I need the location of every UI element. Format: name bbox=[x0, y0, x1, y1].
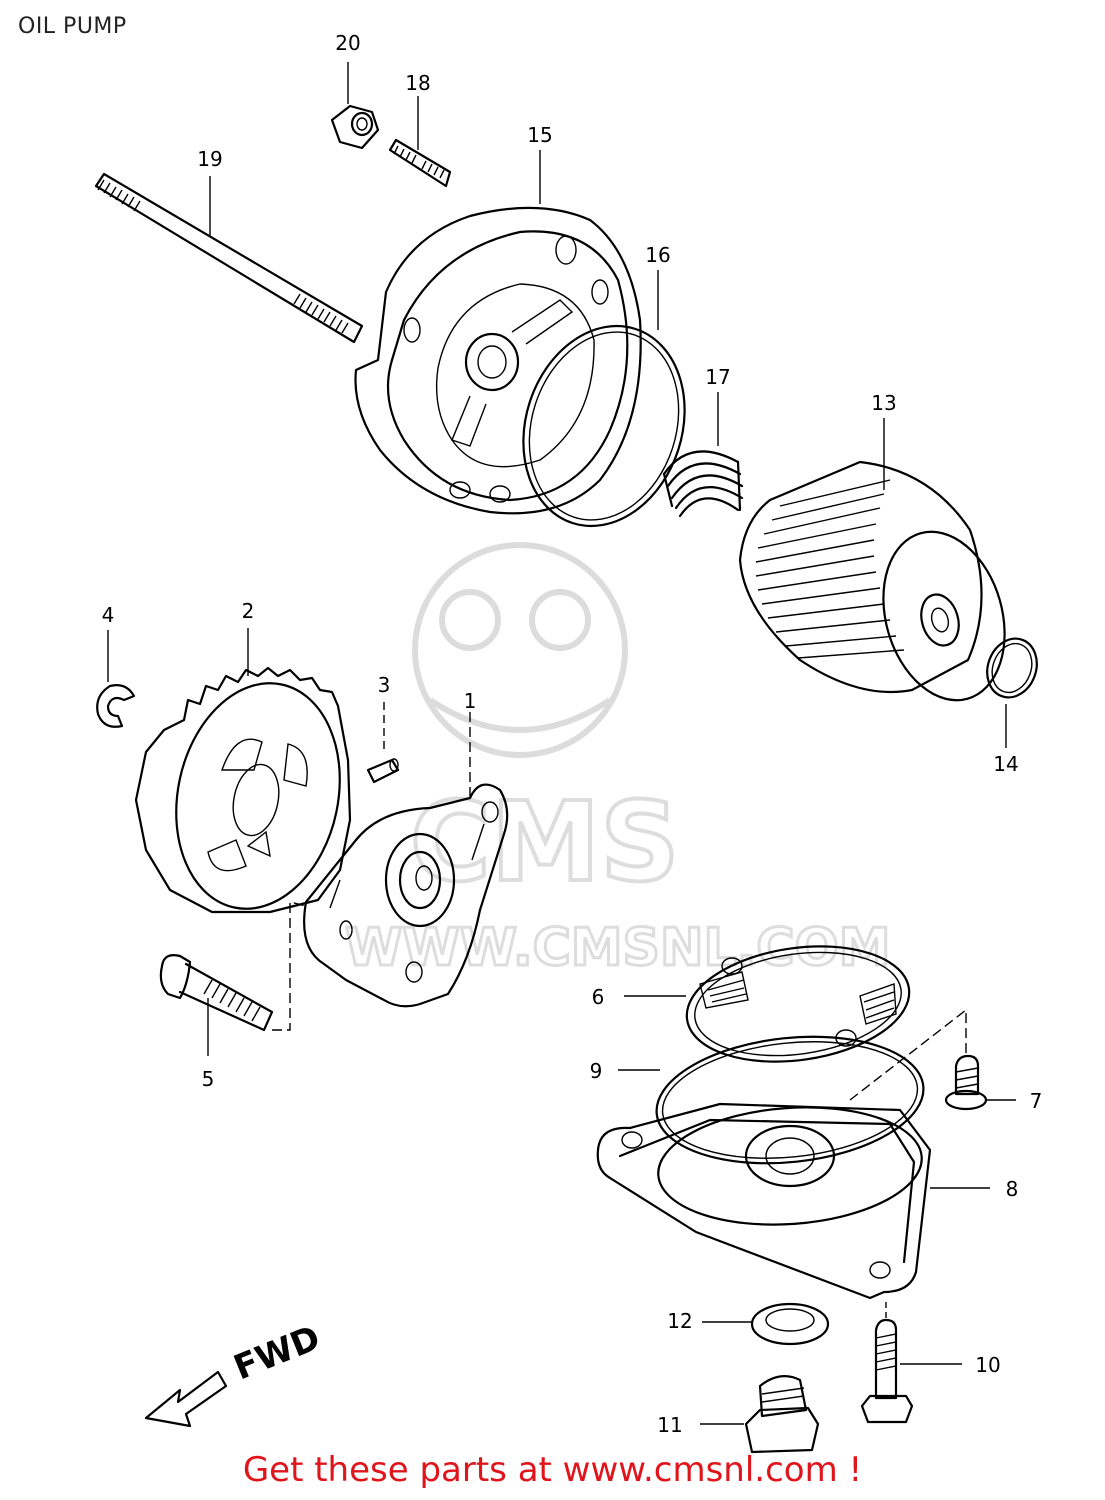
callout-16: 16 bbox=[645, 243, 670, 267]
fwd-label: FWD bbox=[228, 1318, 325, 1388]
part-1-oil-pump-assy[interactable] bbox=[303, 783, 509, 1008]
part-15-filter-cap[interactable] bbox=[354, 206, 642, 515]
watermark-brand: CMS bbox=[410, 778, 679, 906]
part-8-oil-pan-cover[interactable] bbox=[596, 1099, 932, 1300]
callout-9: 9 bbox=[590, 1059, 603, 1083]
part-20-nut[interactable] bbox=[330, 104, 380, 150]
callout-2: 2 bbox=[242, 599, 255, 623]
callout-18: 18 bbox=[405, 71, 430, 95]
part-17-spring[interactable] bbox=[662, 450, 744, 518]
callout-20: 20 bbox=[335, 31, 360, 55]
part-5-bolt[interactable] bbox=[159, 954, 274, 1032]
callout-17: 17 bbox=[705, 365, 730, 389]
part-11-drain-plug[interactable] bbox=[744, 1375, 820, 1454]
part-7-bolt[interactable] bbox=[944, 1054, 988, 1111]
part-12-washer[interactable] bbox=[750, 1302, 830, 1346]
callout-11: 11 bbox=[657, 1413, 682, 1437]
callout-1: 1 bbox=[464, 689, 477, 713]
callout-15: 15 bbox=[527, 123, 552, 147]
callout-19: 19 bbox=[197, 147, 222, 171]
part-2-oil-pump-gear[interactable] bbox=[134, 666, 360, 924]
part-14-o-ring-small[interactable] bbox=[979, 632, 1045, 705]
part-16-o-ring[interactable] bbox=[498, 305, 709, 547]
callout-7: 7 bbox=[1030, 1089, 1043, 1113]
callout-3: 3 bbox=[378, 673, 391, 697]
part-18-stud[interactable] bbox=[388, 138, 452, 188]
promo-footer-link[interactable]: Get these parts at www.cmsnl.com ! bbox=[242, 1450, 863, 1490]
part-13-oil-filter[interactable] bbox=[738, 460, 1023, 715]
callout-5: 5 bbox=[202, 1067, 215, 1091]
part-4-circlip[interactable] bbox=[96, 684, 136, 728]
fwd-direction-arrow: FWD bbox=[144, 1318, 326, 1428]
callout-13: 13 bbox=[871, 391, 896, 415]
watermark-url: WWW.CMSNL.COM bbox=[345, 918, 890, 978]
part-9-gasket[interactable] bbox=[650, 1024, 929, 1175]
part-6-oil-strainer[interactable] bbox=[679, 933, 916, 1075]
callout-4: 4 bbox=[102, 603, 115, 627]
callout-6: 6 bbox=[592, 985, 605, 1009]
callout-12: 12 bbox=[667, 1309, 692, 1333]
callout-10: 10 bbox=[975, 1353, 1000, 1377]
part-10-bolt[interactable] bbox=[860, 1318, 914, 1424]
watermark-logo: CMS WWW.CMSNL.COM bbox=[344, 542, 892, 980]
callout-8: 8 bbox=[1006, 1177, 1019, 1201]
callout-14: 14 bbox=[993, 752, 1018, 776]
part-19-long-stud-bolt[interactable] bbox=[94, 172, 364, 344]
part-3-dowel-pin[interactable] bbox=[366, 758, 400, 784]
page-title: OIL PUMP bbox=[18, 14, 127, 39]
